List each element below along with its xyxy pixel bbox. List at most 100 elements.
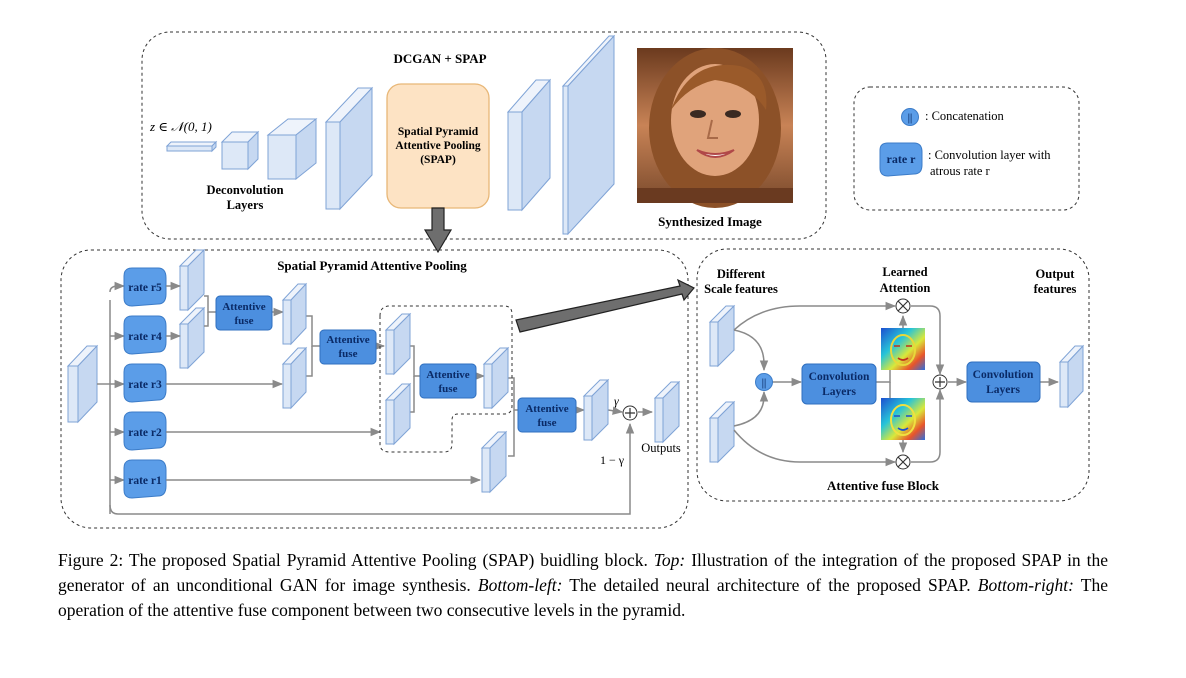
fuse3-line2: fuse [439,383,458,395]
legend-rate-chip [879,142,923,177]
feature-slab-fuse4-out [582,378,610,442]
feature-slab-r3 [281,346,308,410]
z-noise-label: z ∈ 𝒩(0, 1) [149,119,212,134]
rate-r4-label: rate r4 [128,331,162,343]
deconv-label-line2: Layers [227,198,264,212]
caption-bottom-left-label: Bottom-left: [477,575,563,595]
output-features-line2: features [1034,282,1077,296]
input-branch-lines [97,281,635,515]
fuse-conv2-line2: Layers [986,384,1020,396]
attention-map-bottom [881,398,925,440]
rate-chip-r2: rate r2 [123,411,167,451]
attentive-fuse-2 [319,329,377,365]
feature-slab-fuse3-out [482,346,510,410]
fuse4-line2: fuse [538,417,557,429]
outputs-label: Outputs [641,441,681,455]
noise-vector-block [165,140,218,153]
deconv-block-3 [324,86,374,211]
feature-slab-fuse2-out [384,312,412,376]
fuse-block-flow-lines [733,301,1060,467]
figure-caption: Figure 2: The proposed Spatial Pyramid A… [58,548,1108,623]
spap-box-line1: Spatial Pyramid [398,126,479,138]
weighted-sum-plus [625,408,635,418]
diff-scale-line2: Scale features [704,282,778,296]
top-panel-title: DCGAN + SPAP [393,51,486,66]
spap-input-block [66,344,99,424]
feature-slab-r1 [480,430,508,494]
top-panel-border [141,31,827,240]
gamma-label: γ [614,394,619,408]
legend-rate-chip-label: rate r [887,152,917,166]
legend-concat-symbol: || [908,113,912,124]
multiply-node-bottom [895,454,911,470]
learned-attention-line2: Attention [880,281,931,295]
legend-concat-text: : Concatenation [925,109,1005,123]
caption-top-text: Illustration of the integration of the p… [58,550,1109,595]
figure-diagram: DCGAN + SPAP z ∈ 𝒩(0, 1) Deconvolution L… [60,31,1090,529]
deconv-block-1 [220,130,260,171]
feature-slab-fuse1-out [281,282,308,346]
fuse-zoom-arrow [515,278,695,333]
fuse-concat-node [755,373,773,391]
fuse3-line1: Attentive [426,369,469,381]
legend-rate-text-2: atrous rate r [930,164,991,178]
rate-r5-label: rate r5 [128,282,162,294]
caption-bottom-left-text: The detailed neural architecture of the … [562,575,978,595]
caption-lead: Figure 2: The proposed Spatial Pyramid A… [58,550,654,570]
deconv-block-2 [266,117,318,181]
fuse-input-slab-top [708,304,736,368]
spap-zoom-arrow-down [423,207,453,254]
fuse-input-slab-bottom [708,400,736,464]
fuse-conv-layers-2 [966,361,1041,403]
rate-chip-r4: rate r4 [123,315,167,355]
caption-bottom-right-text: The operation of the attentive fuse comp… [58,575,1108,620]
gen-block-4 [506,78,552,212]
legend-rate-text-1: : Convolution layer with [928,148,1051,162]
feature-slab-r2 [384,382,412,446]
gen-block-5 [561,34,616,236]
fuse2-line1: Attentive [326,334,369,346]
attentive-fuse-4 [517,397,577,433]
output-slab [653,380,681,444]
concat-icon [901,108,919,126]
rate-r3-label: rate r3 [128,379,162,391]
fuse2-line2: fuse [339,348,358,360]
output-features-line1: Output [1036,267,1076,281]
fuse1-line2: fuse [235,315,254,327]
feature-slab-r5 [178,248,206,312]
caption-top-label: Top: [653,550,686,570]
fuse-conv1-line2: Layers [822,386,856,398]
attentive-fuse-1 [215,295,273,331]
spap-panel-border [60,249,689,529]
one-minus-gamma-label: 1 − γ [600,453,625,467]
fuse4-line1: Attentive [525,403,568,415]
rate-chip-r5: rate r5 [123,267,167,307]
multiply-node-top [895,298,911,314]
synthesized-face-image [637,48,793,208]
synthesized-image-label: Synthesized Image [658,214,762,229]
learned-attention-line1: Learned [882,265,927,279]
fuse-block-title: Attentive fuse Block [827,478,940,493]
spap-panel-title: Spatial Pyramid Attentive Pooling [277,258,467,273]
feature-slab-r4 [178,306,206,370]
spap-box-line3: (SPAP) [420,154,456,166]
fuse-block-panel-border [696,248,1090,502]
fuse-output-slab [1058,344,1085,409]
fuse-add-node [932,374,948,390]
level-connector-lines [166,281,654,485]
rate-chip-r1: rate r1 [123,459,167,499]
attention-map-top [881,328,925,370]
fuse1-line1: Attentive [222,301,265,313]
rate-r2-label: rate r2 [128,427,162,439]
fuse-conv1-line1: Convolution [809,371,870,383]
deconv-label-line1: Deconvolution [206,183,283,197]
spap-box-line2: Attentive Pooling [395,140,481,152]
rate-r1-label: rate r1 [128,475,162,487]
fuse-conv-layers-1 [801,363,877,405]
legend-box [853,86,1080,211]
diff-scale-line1: Different [717,267,766,281]
caption-bottom-right-label: Bottom-right: [977,575,1074,595]
attentive-fuse-3 [419,363,477,399]
fuse-concat-symbol: || [762,378,766,389]
fuse-conv2-line1: Convolution [973,369,1034,381]
